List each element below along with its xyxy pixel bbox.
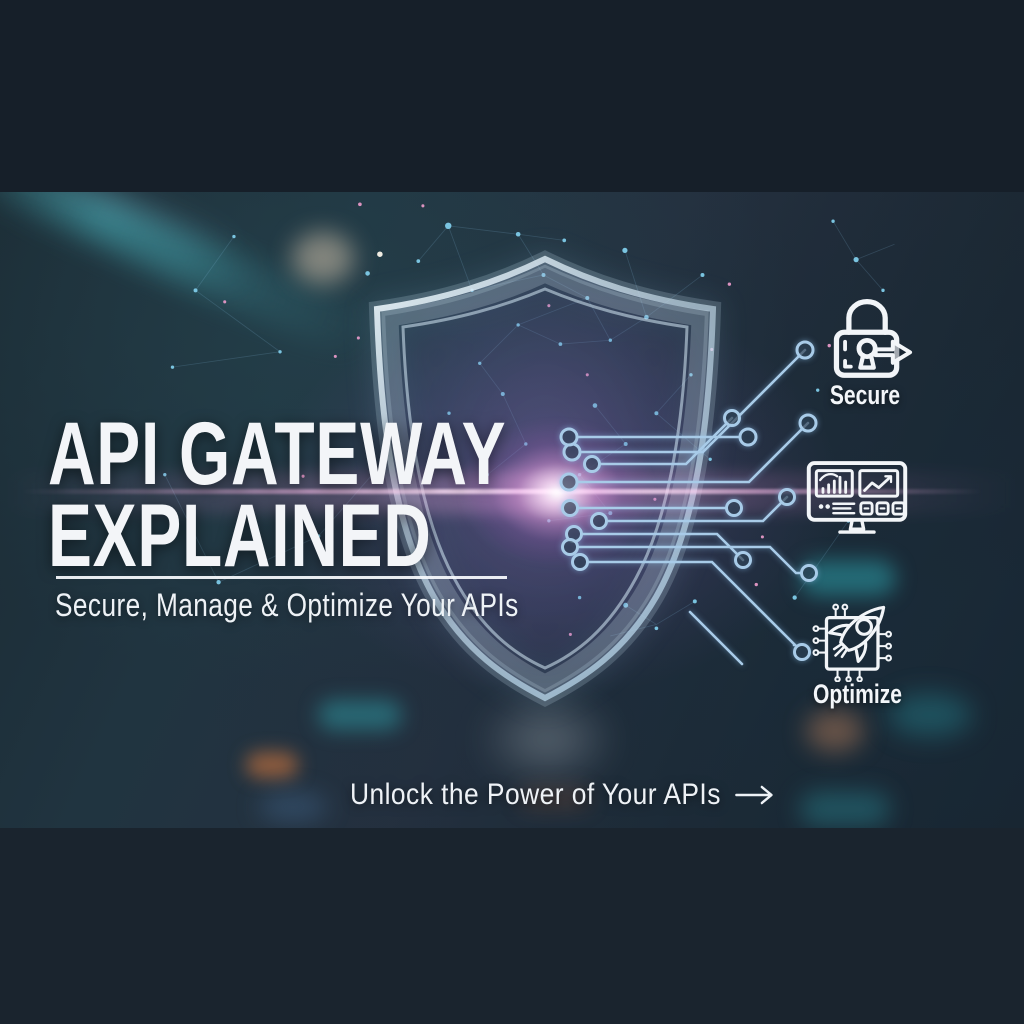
letterbox-top <box>0 0 1024 192</box>
vignette-overlay <box>0 192 1024 828</box>
letterbox-bottom <box>0 828 1024 1024</box>
